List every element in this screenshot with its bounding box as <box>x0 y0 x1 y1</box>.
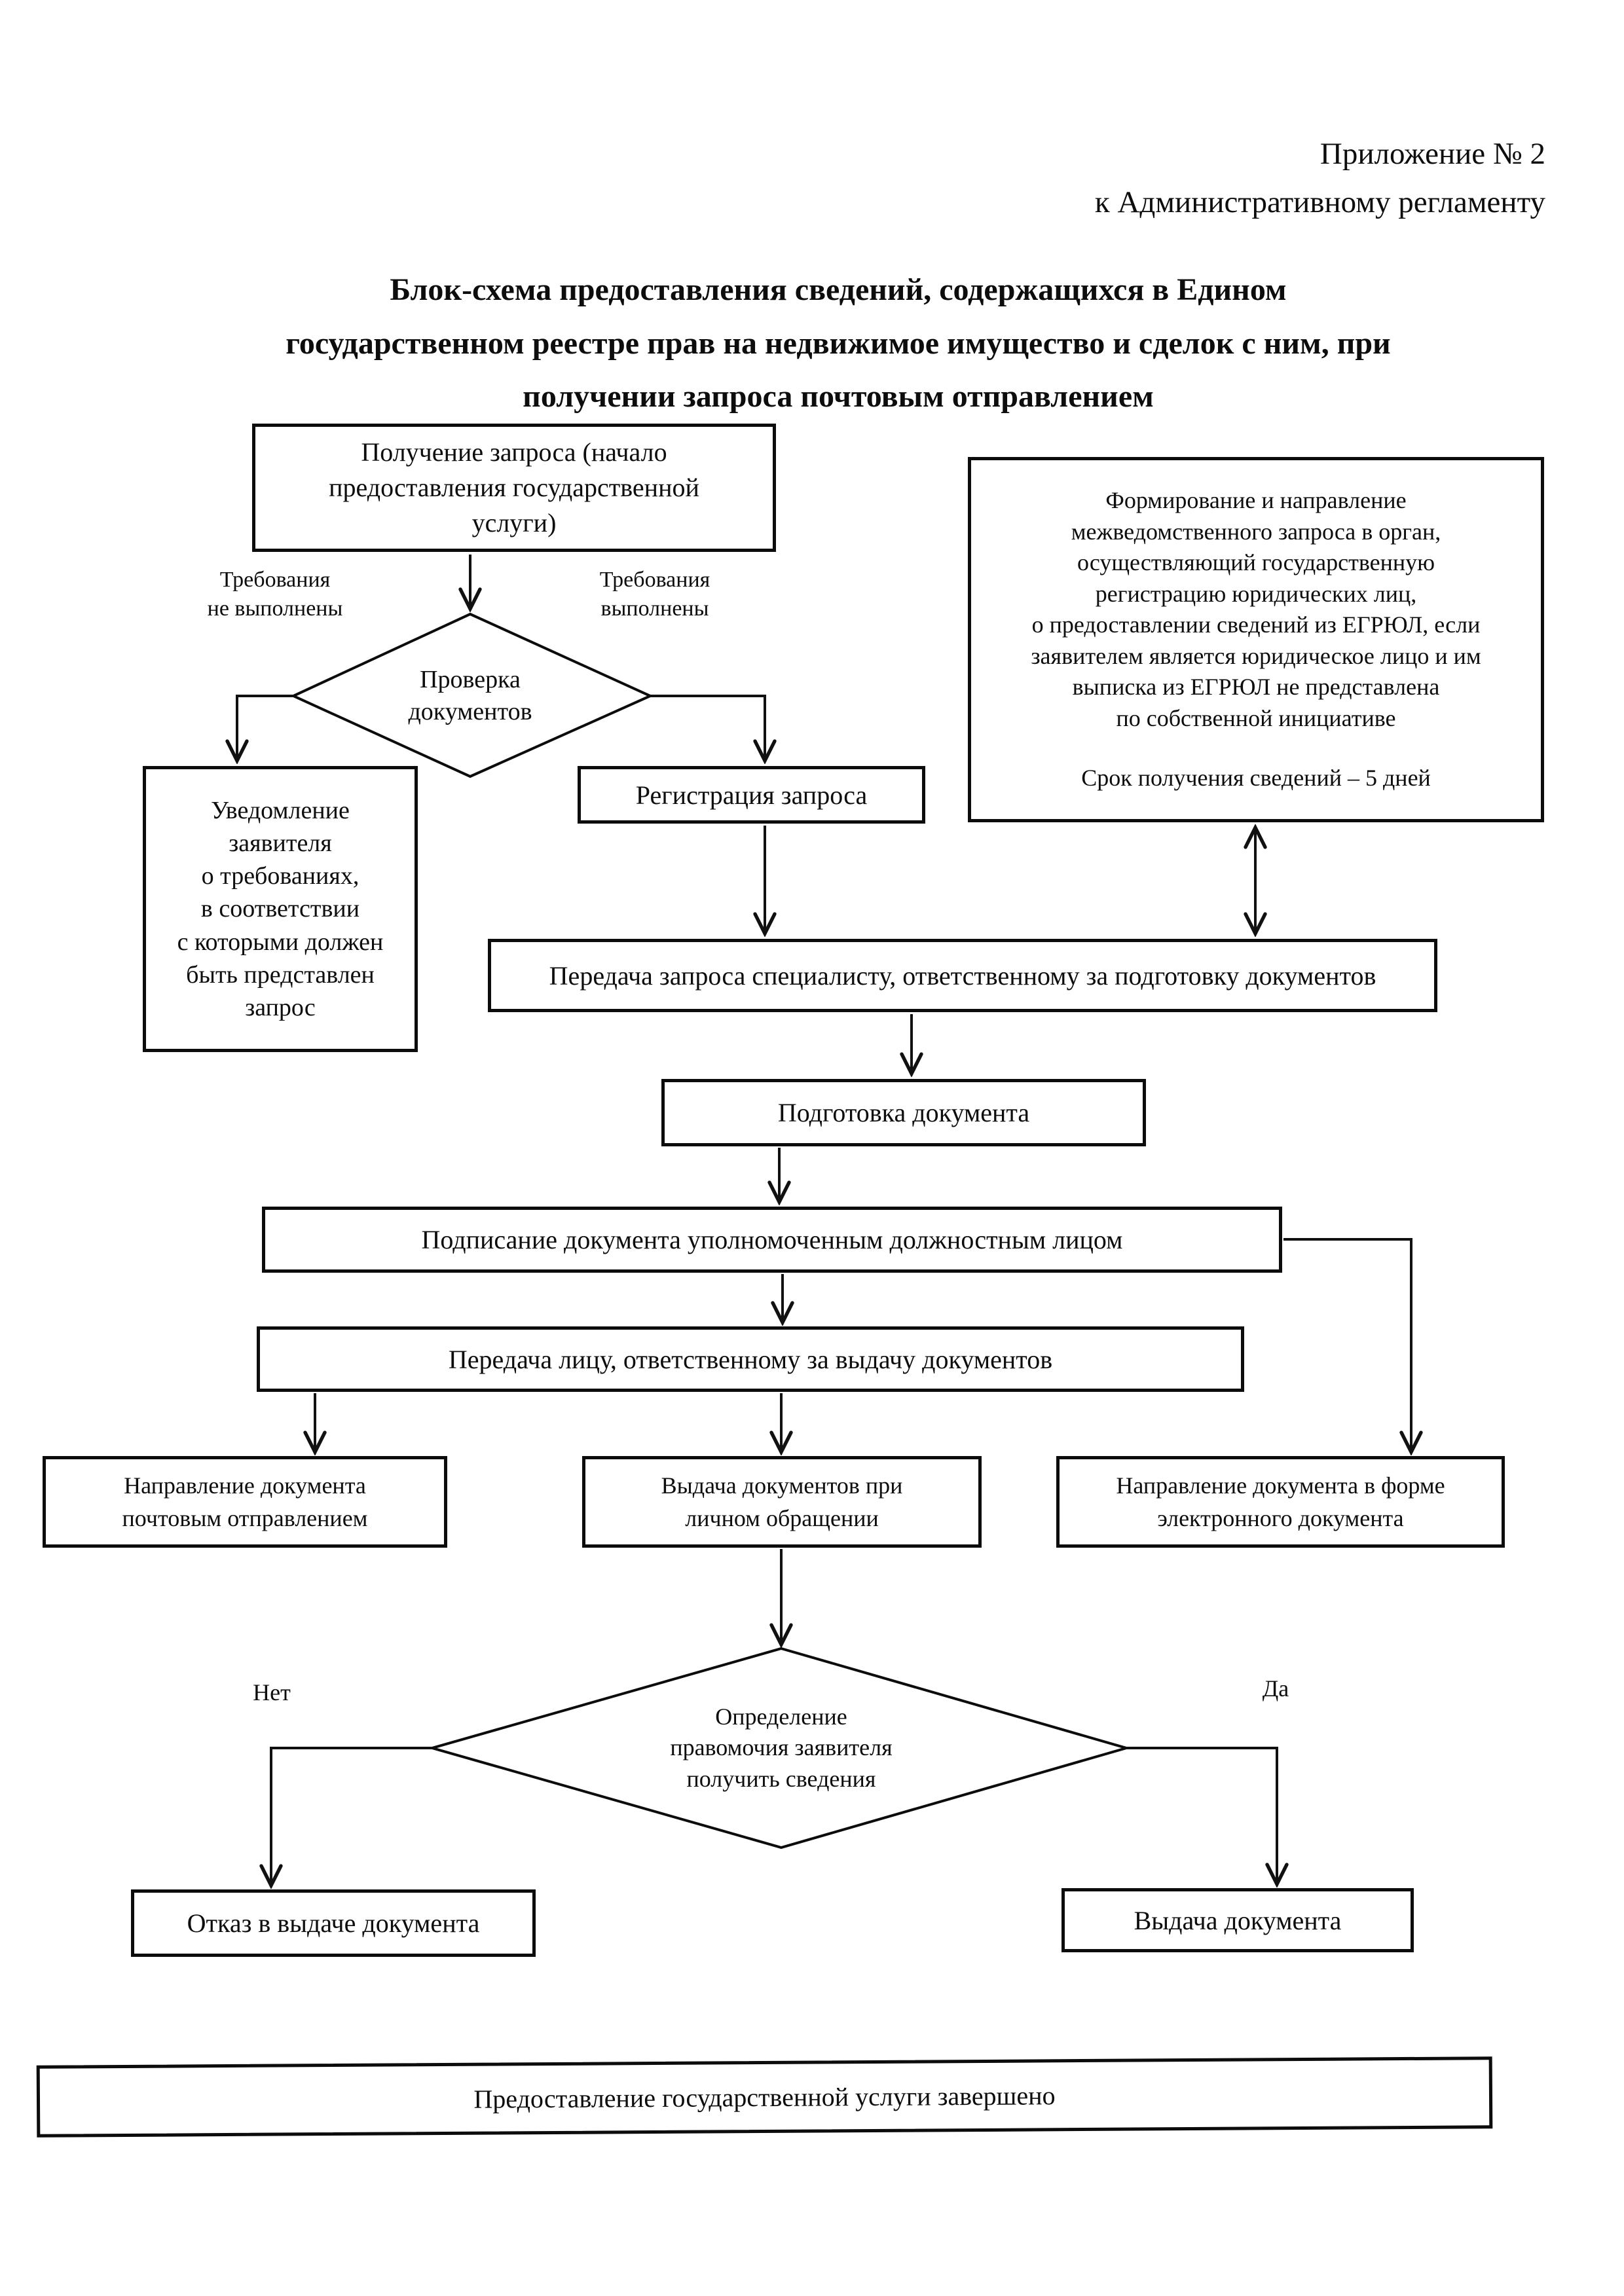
edge-label-yes: Да <box>1262 1675 1289 1702</box>
flowchart-node-transfer-to-specialist: Передача запроса специалисту, ответствен… <box>488 939 1437 1012</box>
flowchart-node-sign-document: Подписание документа уполномоченным долж… <box>262 1207 1282 1273</box>
edge-label-requirements-met: Требования выполнены <box>599 568 710 621</box>
decision-diamond-check-documents <box>290 612 654 778</box>
arrow-entitlement-yes-issue <box>1126 1747 1277 1884</box>
interagency-request-text: Формирование и направление межведомствен… <box>1031 487 1481 731</box>
arrow-sign-to-electronic <box>1283 1238 1411 1452</box>
edge-label-no: Нет <box>253 1679 291 1705</box>
flowchart-node-transfer-to-issuer: Передача лицу, ответственному за выдачу … <box>257 1326 1244 1392</box>
arrow-check-to-notify <box>237 695 293 761</box>
flowchart-node-notify-applicant: Уведомление заявителя о требованиях, в с… <box>143 766 418 1052</box>
arrow-entitlement-no-refuse <box>271 1747 432 1886</box>
flowchart-node-check-entitlement: Определение правомочия заявителя получит… <box>670 1703 893 1792</box>
flowchart-node-send-electronic: Направление документа в форме электронно… <box>1056 1456 1505 1548</box>
flowchart-node-prepare-document: Подготовка документа <box>661 1079 1146 1146</box>
flowchart-node-issue-in-person: Выдача документов при личном обращении <box>582 1456 982 1548</box>
appendix-header: Приложение № 2 к Административному регла… <box>1094 137 1545 220</box>
page-title: Блок-схема предоставления сведений, соде… <box>286 272 1391 414</box>
flowchart-node-interagency-request: Формирование и направление межведомствен… <box>968 457 1544 822</box>
flowchart-node-check-documents: Проверка документов <box>408 666 532 725</box>
edge-label-requirements-not-met: Требования не выполнены <box>207 568 343 621</box>
interagency-term-text: Срок получения сведений – 5 дней <box>1081 765 1431 792</box>
flowchart-node-register-request: Регистрация запроса <box>578 766 925 824</box>
decision-diamond-check-entitlement <box>427 1647 1132 1850</box>
flowchart-node-refuse-issue: Отказ в выдаче документа <box>131 1889 536 1957</box>
flowchart-node-issue-document: Выдача документа <box>1061 1888 1414 1952</box>
flowchart-node-service-completed: Предоставление государственной услуги за… <box>36 2056 1493 2138</box>
arrow-check-to-register <box>650 695 765 761</box>
flowchart-node-receive-request: Получение запроса (начало предоставления… <box>252 424 776 552</box>
flowchart-node-send-by-mail: Направление документа почтовым отправлен… <box>43 1456 447 1548</box>
